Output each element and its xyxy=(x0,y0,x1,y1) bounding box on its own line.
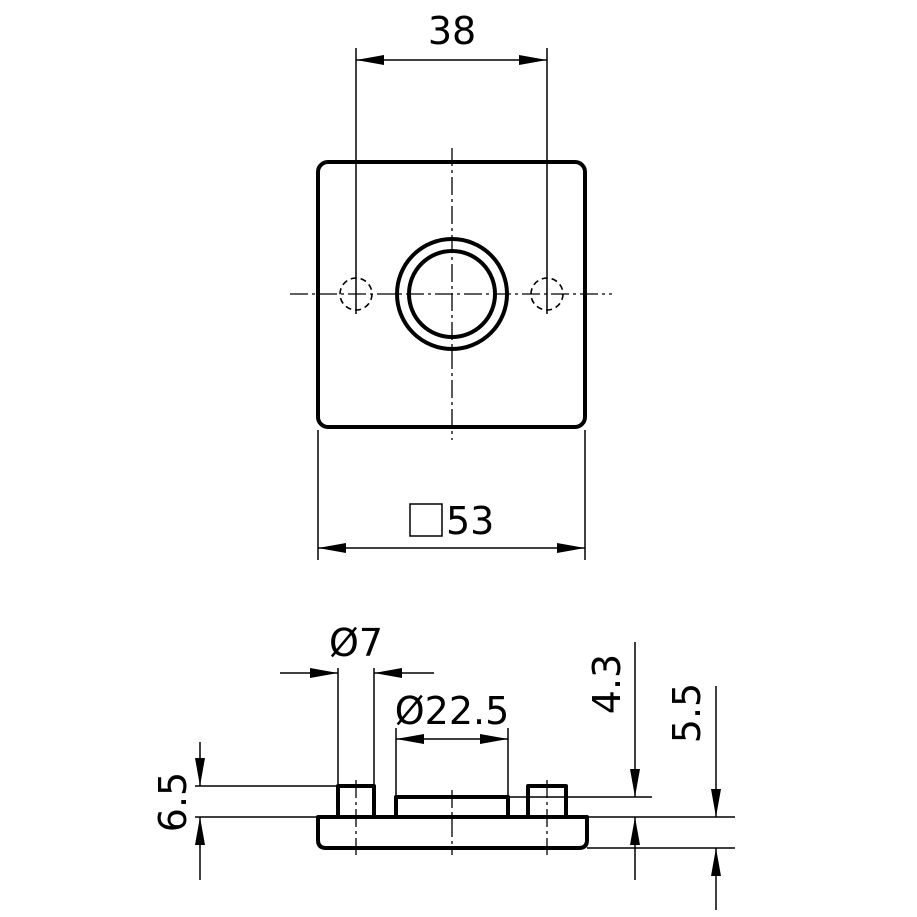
dimension-total-height: 6.5 xyxy=(151,772,195,832)
arrow-icon xyxy=(374,668,402,678)
arrow-icon xyxy=(318,543,346,553)
arrow-icon xyxy=(630,817,640,845)
arrow-icon xyxy=(711,848,721,876)
arrow-icon xyxy=(630,769,640,797)
dimension-pin-height: 5.5 xyxy=(665,683,709,743)
dimension-hole-spacing: 38 xyxy=(428,9,476,53)
dimension-boss-diameter: Ø22.5 xyxy=(395,689,510,733)
arrow-icon xyxy=(195,817,205,845)
side-view: Ø7 Ø22.5 6.5 4.3 5.5 xyxy=(151,621,735,910)
arrow-icon xyxy=(480,734,508,744)
base-plate-outline xyxy=(316,815,589,850)
square-symbol-icon xyxy=(409,503,443,537)
arrow-icon xyxy=(195,758,205,786)
arrow-icon xyxy=(310,668,338,678)
dimension-pin-diameter: Ø7 xyxy=(329,621,383,665)
dimension-square-size: 53 xyxy=(446,499,494,543)
arrow-icon xyxy=(356,55,384,65)
arrow-icon xyxy=(396,734,424,744)
arrow-icon xyxy=(711,789,721,817)
arrow-icon xyxy=(519,55,547,65)
arrow-icon xyxy=(557,543,585,553)
top-view: 38 53 xyxy=(290,9,612,560)
dimension-boss-height: 4.3 xyxy=(585,654,629,714)
